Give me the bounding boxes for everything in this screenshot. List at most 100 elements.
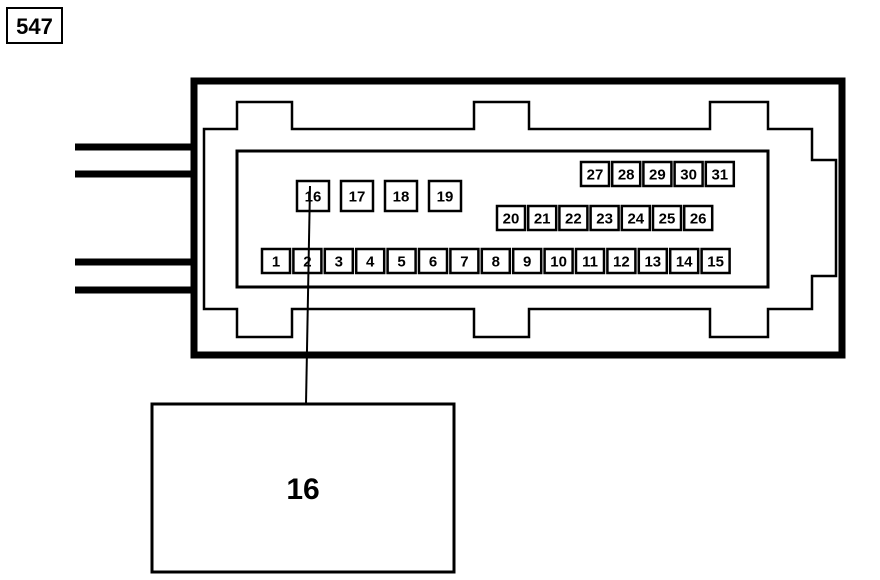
pin-label: 29 bbox=[649, 167, 666, 184]
pin-label: 12 bbox=[613, 254, 630, 271]
pin-frame bbox=[610, 160, 642, 188]
pin-30: 30 bbox=[673, 160, 704, 188]
component-box-label: 16 bbox=[286, 473, 319, 506]
pin-label: 24 bbox=[627, 211, 644, 228]
pin-16: 16 bbox=[295, 179, 331, 213]
pin-label: 7 bbox=[460, 254, 468, 271]
pin-frame bbox=[642, 160, 673, 188]
pin-label: 2 bbox=[303, 254, 311, 271]
pin-label: 1 bbox=[272, 254, 280, 271]
pin-frame bbox=[606, 247, 637, 275]
pin-label: 18 bbox=[393, 189, 410, 206]
pin-frame bbox=[651, 204, 683, 232]
pin-label: 23 bbox=[596, 211, 613, 228]
pin-28: 28 bbox=[610, 160, 642, 188]
pin-label: 15 bbox=[707, 254, 724, 271]
pin-cavity bbox=[235, 149, 770, 289]
pin-label: 3 bbox=[335, 254, 343, 271]
pin-31: 31 bbox=[704, 160, 736, 188]
pin-frame bbox=[323, 247, 355, 275]
pin-frame bbox=[511, 247, 543, 275]
pin-frame bbox=[589, 204, 620, 232]
pin-1: 1 bbox=[260, 247, 292, 275]
pin-frame bbox=[480, 247, 512, 275]
pin-label: 10 bbox=[550, 254, 567, 271]
pin-7: 7 bbox=[449, 247, 480, 275]
pin-frame bbox=[339, 179, 375, 213]
pin-frame bbox=[543, 247, 574, 275]
pin-label: 14 bbox=[676, 254, 693, 271]
pin-frame bbox=[295, 179, 331, 213]
pin-23: 23 bbox=[589, 204, 620, 232]
pin-frame bbox=[558, 204, 589, 232]
pin-label: 5 bbox=[397, 254, 405, 271]
pin-frame bbox=[292, 247, 323, 275]
pin-24: 24 bbox=[620, 204, 652, 232]
pin-frame bbox=[668, 247, 700, 275]
pin-label: 16 bbox=[305, 189, 322, 206]
pin-18: 18 bbox=[383, 179, 419, 213]
figure-label-frame bbox=[6, 7, 63, 44]
pin-21: 21 bbox=[526, 204, 558, 232]
pin-frame bbox=[495, 204, 527, 232]
pin-frame bbox=[427, 179, 463, 213]
pin-label: 30 bbox=[680, 167, 697, 184]
figure-label-text: 547 bbox=[16, 14, 53, 39]
pin-frame bbox=[620, 204, 652, 232]
pin-frame bbox=[383, 179, 419, 213]
component-box-frame bbox=[150, 402, 456, 574]
pin-label: 6 bbox=[429, 254, 437, 271]
pin-3: 3 bbox=[323, 247, 355, 275]
pin-frame bbox=[579, 160, 611, 188]
pin-frame bbox=[386, 247, 417, 275]
pin-label: 27 bbox=[587, 167, 604, 184]
connector-shell bbox=[202, 100, 838, 339]
component-box: 16 bbox=[150, 402, 456, 574]
pin-frame bbox=[260, 247, 292, 275]
pin-label: 21 bbox=[534, 211, 551, 228]
pin-label: 25 bbox=[659, 211, 676, 228]
pin-label: 13 bbox=[644, 254, 661, 271]
pin-4: 4 bbox=[354, 247, 386, 275]
pin-29: 29 bbox=[642, 160, 673, 188]
pin-11: 11 bbox=[574, 247, 606, 275]
lead-line bbox=[305, 185, 311, 405]
pin-frame bbox=[673, 160, 704, 188]
pin-label: 20 bbox=[503, 211, 520, 228]
pin-frame bbox=[526, 204, 558, 232]
pin-frame bbox=[682, 204, 714, 232]
pin-label: 17 bbox=[349, 189, 366, 206]
pin-frame bbox=[700, 247, 731, 275]
pin-15: 15 bbox=[700, 247, 731, 275]
pin-6: 6 bbox=[417, 247, 449, 275]
pin-12: 12 bbox=[606, 247, 637, 275]
pin-label: 8 bbox=[492, 254, 500, 271]
pin-25: 25 bbox=[651, 204, 683, 232]
pin-19: 19 bbox=[427, 179, 463, 213]
figure-label: 547 bbox=[6, 7, 63, 44]
pin-14: 14 bbox=[668, 247, 700, 275]
pin-label: 9 bbox=[523, 254, 531, 271]
pin-frame bbox=[354, 247, 386, 275]
pin-13: 13 bbox=[637, 247, 669, 275]
pin-17: 17 bbox=[339, 179, 375, 213]
pin-label: 26 bbox=[690, 211, 707, 228]
pin-26: 26 bbox=[682, 204, 714, 232]
pin-20: 20 bbox=[495, 204, 527, 232]
pin-5: 5 bbox=[386, 247, 417, 275]
pin-label: 19 bbox=[437, 189, 454, 206]
pin-frame bbox=[417, 247, 449, 275]
pin-8: 8 bbox=[480, 247, 512, 275]
pin-label: 31 bbox=[711, 167, 728, 184]
pin-frame bbox=[637, 247, 669, 275]
harness-wires bbox=[75, 143, 192, 294]
pin-frame bbox=[574, 247, 606, 275]
pin-label: 4 bbox=[366, 254, 375, 271]
pin-9: 9 bbox=[511, 247, 543, 275]
pin-label: 28 bbox=[618, 167, 635, 184]
pin-2: 2 bbox=[292, 247, 323, 275]
pin-22: 22 bbox=[558, 204, 589, 232]
pin-27: 27 bbox=[579, 160, 611, 188]
